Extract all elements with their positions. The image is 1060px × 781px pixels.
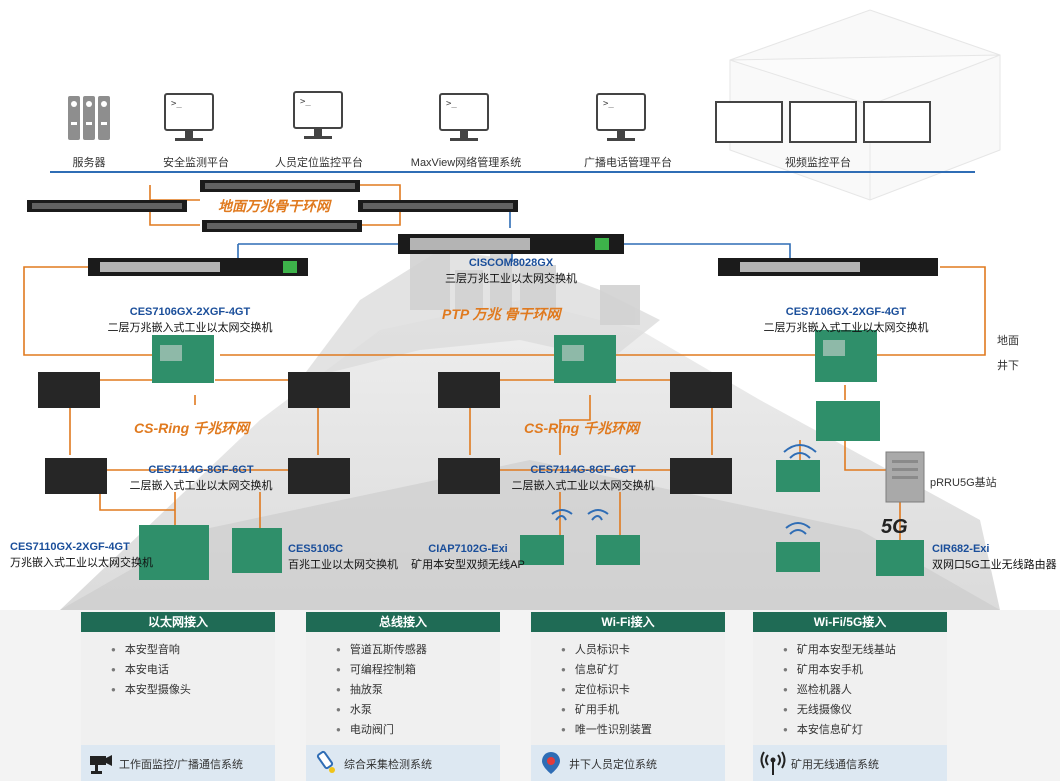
location-monitor-icon: >_: [293, 91, 343, 139]
safety-platform-label: 安全监测平台: [163, 157, 229, 169]
list-item: 无线摄像仪: [783, 700, 947, 720]
svg-text:>_: >_: [446, 99, 457, 109]
ces7106-left-model: CES7106GX-2XGF-4GT: [129, 306, 251, 318]
panel-footer: 综合采集检测系统: [306, 745, 500, 781]
panel-footer: 工作面监控/广播通信系统: [81, 745, 275, 781]
ground-label: 地面: [997, 335, 1019, 347]
list-item: 本安电话: [111, 660, 275, 680]
svg-text:>_: >_: [300, 97, 311, 107]
list-item: 电动阀门: [336, 720, 500, 740]
list-item: 抽放泵: [336, 680, 500, 700]
top-divider: [50, 171, 975, 173]
list-item: 人员标识卡: [561, 640, 725, 660]
list-item: 矿用本安型无线基站: [783, 640, 947, 660]
panel-wifi: Wi-Fi接入 人员标识卡 信息矿灯 定位标识卡 矿用手机 唯一性识别装置 井下…: [531, 612, 725, 781]
list-item: 可编程控制箱: [336, 660, 500, 680]
panel-bus: 总线接入 管道瓦斯传感器 可编程控制箱 抽放泵 水泵 电动阀门 综合采集检测系统: [306, 612, 500, 781]
panel-footer: 矿用无线通信系统: [753, 745, 947, 781]
list-item: 定位标识卡: [561, 680, 725, 700]
panel-wifi-5g: Wi-Fi/5G接入 矿用本安型无线基站 矿用本安手机 巡检机器人 无线摄像仪 …: [753, 612, 947, 781]
panel-title: Wi-Fi/5G接入: [753, 612, 947, 632]
cs-ring-right-label: CS-Ring 千兆环网: [524, 420, 640, 436]
broadcast-monitor-icon: >_: [596, 93, 646, 141]
list-item: 巡检机器人: [783, 680, 947, 700]
maxview-label: MaxView网络管理系统: [410, 157, 522, 169]
panel-footer-label: 工作面监控/广播通信系统: [119, 759, 244, 771]
svg-text:>_: >_: [171, 99, 182, 109]
list-item: 本安型音响: [111, 640, 275, 660]
ground-ring-label: 地面万兆骨干环网: [218, 198, 330, 214]
cs-ring-left-label: CS-Ring 千兆环网: [134, 420, 250, 436]
cir-model: CIR682-Exi: [932, 543, 990, 555]
panel-footer-label: 井下人员定位系统: [569, 759, 657, 771]
ces5105-desc: 百兆工业以太网交换机: [288, 559, 398, 571]
maxview-monitor-icon: >_: [439, 93, 489, 141]
underground-label: 井下: [997, 360, 1019, 372]
ces5105-model: CES5105C: [288, 543, 344, 555]
server-icon: [68, 96, 110, 140]
ciap-desc: 矿用本安型双频无线AP: [411, 559, 525, 571]
camera-icon: [90, 755, 112, 774]
list-item: 矿用手机: [561, 700, 725, 720]
list-item: 管道瓦斯传感器: [336, 640, 500, 660]
list-item: 本安型摄像头: [111, 680, 275, 700]
list-item: 唯一性识别装置: [561, 720, 725, 740]
panel-ethernet: 以太网接入 本安型音响 本安电话 本安型摄像头 工作面监控/广播通信系统: [81, 612, 275, 781]
ground-ring-switches: [27, 180, 518, 232]
ces7114-right-desc: 二层嵌入式工业以太网交换机: [511, 480, 655, 492]
prru-label: pRRU5G基站: [930, 477, 997, 489]
five-g-badge: 5G: [881, 516, 908, 538]
panel-title: 总线接入: [306, 612, 500, 632]
broadcast-platform-label: 广播电话管理平台: [584, 157, 672, 169]
safety-monitor-icon: >_: [164, 93, 214, 141]
ptp-ring-label: PTP 万兆 骨干环网: [442, 306, 561, 322]
cir-desc: 双网口5G工业无线路由器: [932, 559, 1057, 571]
ces7110-desc: 万兆嵌入式工业以太网交换机: [10, 557, 153, 569]
panel-title: Wi-Fi接入: [531, 612, 725, 632]
sensor-probe-icon: [316, 750, 335, 773]
ces7110-model: CES7110GX-2XGF-4GT: [10, 541, 130, 553]
list-item: 信息矿灯: [561, 660, 725, 680]
ciap-model: CIAP7102G-Exi: [428, 543, 508, 555]
ces7106-left-desc: 二层万兆嵌入式工业以太网交换机: [107, 322, 273, 334]
ces7114-left-desc: 二层嵌入式工业以太网交换机: [129, 480, 273, 492]
video-platform-label: 视频监控平台: [785, 157, 851, 169]
core-switch-desc: 三层万兆工业以太网交换机: [445, 273, 577, 285]
list-item: 水泵: [336, 700, 500, 720]
core-switch-model: CISCOM8028GX: [468, 257, 554, 269]
ces7114-right-model: CES7114G-8GF-6GT: [530, 464, 636, 476]
ces7106-right-model: CES7106GX-2XGF-4GT: [785, 306, 907, 318]
panel-title: 以太网接入: [81, 612, 275, 632]
ring-switches: [38, 372, 732, 494]
antenna-tower-icon: [760, 751, 786, 775]
list-item: 本安信息矿灯: [783, 720, 947, 740]
ces7114-left-model: CES7114G-8GF-6GT: [148, 464, 254, 476]
svg-text:>_: >_: [603, 99, 614, 109]
list-item: 矿用本安手机: [783, 660, 947, 680]
panel-footer-label: 综合采集检测系统: [344, 759, 432, 771]
location-platform-label: 人员定位监控平台: [275, 157, 363, 169]
server-label: 服务器: [72, 157, 106, 169]
panel-footer: 井下人员定位系统: [531, 745, 725, 781]
ces7106-right-desc: 二层万兆嵌入式工业以太网交换机: [763, 322, 929, 334]
location-pin-icon: [542, 752, 560, 774]
panel-footer-label: 矿用无线通信系统: [791, 759, 879, 771]
video-wall-icon: [715, 101, 931, 143]
